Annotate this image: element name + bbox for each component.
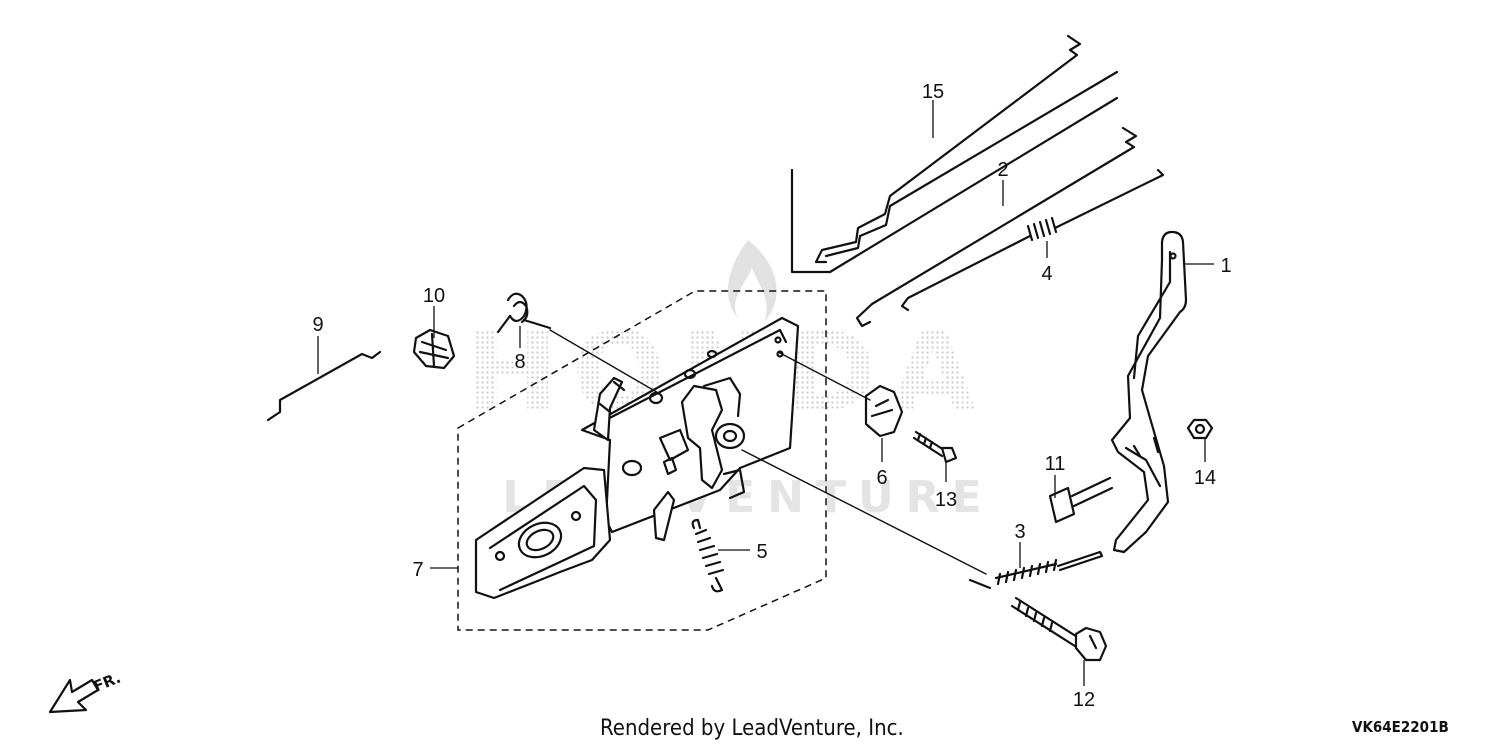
- diagram-code: VK64E2201B: [1352, 718, 1449, 736]
- front-direction-indicator: FR.: [48, 669, 124, 714]
- part-5-spring: [691, 518, 725, 593]
- callout-7: 7: [412, 559, 423, 581]
- part-2-rod: [855, 126, 1138, 328]
- callout-9: 9: [312, 314, 323, 336]
- callout-5: 5: [756, 541, 767, 563]
- callout-13: 13: [935, 489, 957, 511]
- callout-15: 15: [922, 81, 944, 103]
- callout-8: 8: [514, 351, 525, 373]
- callout-4: 4: [1041, 263, 1052, 285]
- part-3-spring: [968, 550, 1104, 590]
- part-4-spring-wire: [900, 168, 1165, 312]
- front-arrow-icon: [48, 678, 100, 714]
- part-7-control-base: [457, 290, 827, 631]
- part-11-bolt: [1048, 476, 1114, 524]
- callout-1: 1: [1220, 255, 1231, 277]
- part-14-nut: [1186, 418, 1214, 440]
- watermark-flame-icon: [727, 240, 777, 322]
- part-9-rod: [266, 350, 382, 422]
- callout-11: 11: [1045, 453, 1066, 475]
- part-10-clip: [412, 328, 456, 370]
- callout-12: 12: [1073, 689, 1095, 711]
- callout-10: 10: [423, 285, 445, 307]
- part-15-cable: [790, 34, 1119, 274]
- front-label: FR.: [91, 669, 124, 696]
- part-1-lever: [1110, 230, 1188, 554]
- part-13-screw: [912, 430, 958, 464]
- callouts: 1 2 3 4 5 6 7 8 9 10 11 12 13 14 15: [312, 81, 1231, 711]
- part-8-torsion-spring: [496, 292, 552, 334]
- callout-2: 2: [997, 159, 1008, 181]
- part-12-bolt: [1010, 596, 1108, 662]
- rendered-by-credit: Rendered by LeadVenture, Inc.: [600, 716, 904, 741]
- callout-3: 3: [1014, 521, 1025, 543]
- leader-lines: [549, 329, 987, 575]
- callout-6: 6: [876, 467, 887, 489]
- callout-14: 14: [1194, 467, 1216, 489]
- callout-leaders: [317, 100, 1214, 686]
- part-6-clamp: [864, 384, 904, 438]
